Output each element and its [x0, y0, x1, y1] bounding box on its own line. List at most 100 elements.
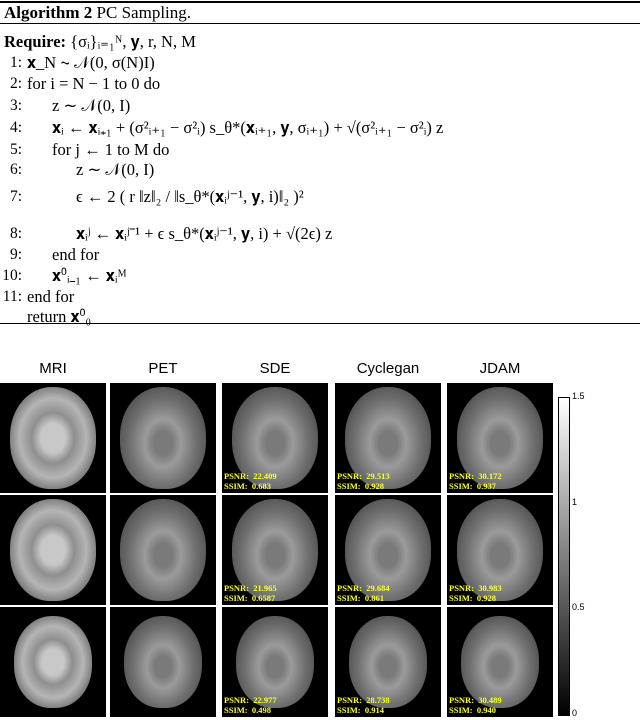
psnr-label: PSNR:	[224, 583, 250, 593]
ssim-label: SSIM:	[224, 593, 248, 603]
colorbar-tick: 0.5	[572, 602, 585, 613]
brain-image	[0, 383, 106, 493]
psnr-label: PSNR:	[449, 583, 475, 593]
algorithm-line: 𝐱ᵢʲ ← 𝐱ᵢʲ⁻¹ + ϵ s_θ*(𝐱ᵢʲ⁻¹, 𝐲, i) + √(2ϵ…	[76, 224, 333, 243]
brain-slice	[14, 616, 92, 708]
brain-slice	[124, 616, 202, 708]
ssim-label: SSIM:	[224, 481, 248, 491]
ssim-value: 0.861	[364, 593, 384, 603]
ssim-value: 0.498	[251, 705, 271, 715]
brain-slice	[236, 616, 314, 708]
brain-image	[0, 607, 106, 717]
column-header: Cyclegan	[356, 360, 420, 377]
column-header: SDE	[259, 360, 291, 377]
algorithm-line: ϵ ← 2 ( r ‖z‖₂ / ‖s_θ*(𝐱ᵢʲ⁻¹, 𝐲, i)‖₂ )²	[76, 187, 304, 206]
algorithm-title: Algorithm 2 PC Sampling.	[4, 3, 192, 22]
brain-slice	[10, 387, 96, 489]
line-number: 1:	[9, 54, 22, 71]
ssim-value: 0.940	[476, 705, 496, 715]
line-number: 7:	[9, 188, 22, 205]
title-rule	[0, 23, 640, 24]
psnr-value: 22.409	[253, 471, 277, 481]
brain-image	[0, 495, 106, 605]
brain-slice	[345, 387, 431, 489]
colorbar-tick: 1.5	[572, 391, 585, 401]
algorithm-line: 𝐱ᵢ ← 𝐱ᵢ₊₁ + (σ²ᵢ₊₁ − σ²ᵢ) s_θ*(𝐱ᵢ₊₁, 𝐲, …	[52, 118, 444, 137]
psnr-value: 29.684	[366, 583, 390, 593]
brain-slice	[120, 387, 206, 489]
ssim-value: 0.914	[364, 705, 384, 715]
colorbar	[558, 397, 570, 716]
column-header: JDAM	[479, 360, 521, 377]
brain-slice	[10, 499, 96, 601]
line-number: 3:	[9, 97, 22, 114]
bottom-rule	[0, 323, 640, 324]
colorbar-tick: 1	[572, 496, 578, 507]
psnr-label: PSNR:	[337, 695, 363, 705]
brain-slice	[345, 499, 431, 601]
line-number: 10:	[2, 267, 22, 284]
algorithm-line: end for	[27, 287, 75, 306]
line-number: 9:	[9, 246, 22, 263]
brain-slice	[232, 499, 318, 601]
psnr-value: 22.977	[253, 695, 277, 705]
algorithm-line: for i = N − 1 to 0 do	[27, 74, 161, 93]
ssim-label: SSIM:	[449, 593, 473, 603]
algorithm-line: for j ← 1 to M do	[52, 140, 170, 159]
ssim-label: SSIM:	[337, 705, 361, 715]
psnr-value: 21.965	[253, 583, 277, 593]
ssim-value: 0.937	[476, 481, 496, 491]
algorithm-line: z ∼ 𝒩(0, I)	[52, 96, 131, 115]
ssim-label: SSIM:	[337, 593, 361, 603]
colorbar-tick: 0	[572, 708, 578, 718]
psnr-value: 30.172	[478, 471, 502, 481]
line-number: 6:	[9, 161, 22, 178]
psnr-value: 29.513	[366, 471, 390, 481]
algorithm-line: 𝐱⁰ᵢ₋₁ ← 𝐱ᵢᴹ	[52, 266, 127, 285]
brain-image	[110, 607, 216, 717]
psnr-value: 30.983	[478, 583, 502, 593]
algorithm-line: return 𝐱⁰₀	[27, 307, 92, 326]
psnr-value: 30.489	[478, 695, 502, 705]
column-header: MRI	[39, 360, 67, 377]
brain-slice	[349, 616, 427, 708]
ssim-value: 0.683	[251, 481, 271, 491]
column-header: PET	[148, 360, 178, 377]
line-number: 2:	[9, 75, 22, 92]
algorithm-line: 𝐱_N ∼ 𝒩(0, σ(N)I)	[27, 53, 155, 72]
psnr-label: PSNR:	[449, 695, 475, 705]
ssim-label: SSIM:	[224, 705, 248, 715]
algorithm-line: z ∼ 𝒩(0, I)	[76, 160, 155, 179]
brain-slice	[461, 616, 539, 708]
psnr-label: PSNR:	[224, 695, 250, 705]
brain-slice	[232, 387, 318, 489]
ssim-label: SSIM:	[449, 481, 473, 491]
algorithm-line: end for	[52, 245, 100, 264]
ssim-label: SSIM:	[337, 481, 361, 491]
brain-slice	[457, 387, 543, 489]
ssim-value: 0.928	[476, 593, 496, 603]
psnr-value: 28.738	[366, 695, 390, 705]
brain-slice	[120, 499, 206, 601]
top-rule	[0, 1, 640, 3]
line-number: 5:	[9, 141, 22, 158]
line-number: 11:	[2, 288, 22, 305]
psnr-label: PSNR:	[224, 471, 250, 481]
brain-image	[110, 495, 216, 605]
brain-slice	[457, 499, 543, 601]
